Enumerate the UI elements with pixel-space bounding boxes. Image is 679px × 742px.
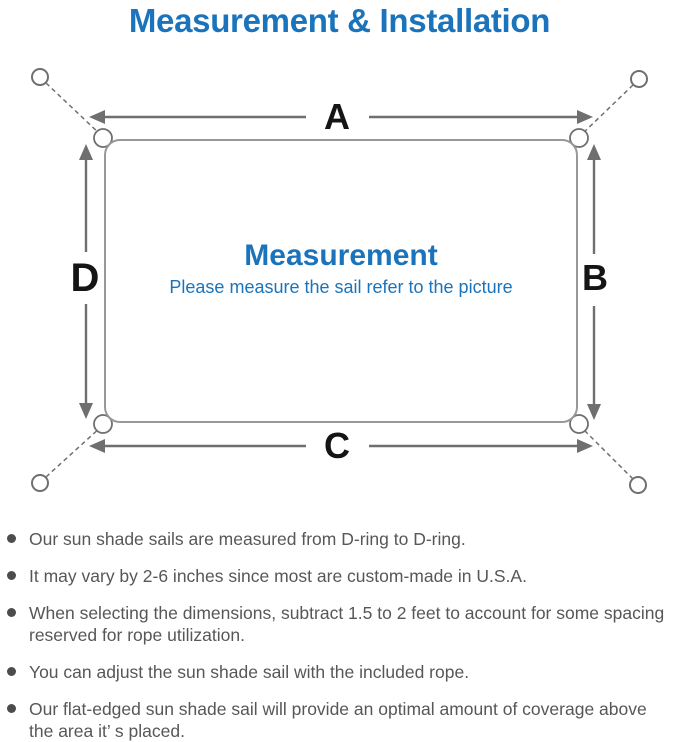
- dimension-label-b: B: [582, 257, 608, 298]
- instruction-item: When selecting the dimensions, subtract …: [7, 602, 673, 646]
- measurement-heading: Measurement: [244, 239, 438, 272]
- dimension-arrow-b: [587, 144, 601, 420]
- anchor-ring-top-left-icon: [31, 68, 49, 86]
- bullet-icon: [7, 667, 16, 677]
- instruction-text: You can adjust the sun shade sail with t…: [29, 662, 470, 683]
- anchor-ring-top-right-icon: [630, 70, 648, 88]
- dimension-label-c: C: [324, 425, 350, 466]
- sail-center-caption: Measurement Please measure the sail refe…: [105, 240, 577, 298]
- sail-outline: [104, 139, 578, 423]
- dimension-arrow-c: [89, 439, 593, 453]
- instruction-item: Our sun shade sails are measured from D-…: [7, 528, 673, 550]
- rope-line-bottom-left: [45, 425, 103, 478]
- d-ring-top-right-icon: [569, 128, 589, 148]
- dimension-label-a: A: [324, 96, 350, 137]
- dimension-arrow-a: [89, 110, 593, 124]
- instruction-text: Our sun shade sails are measured from D-…: [29, 529, 466, 549]
- instruction-text: Our flat-edged sun shade sail will provi…: [29, 699, 647, 742]
- measurement-subheading: Please measure the sail refer to the pic…: [169, 276, 513, 297]
- rope-line-bottom-right: [579, 425, 634, 480]
- rope-line-top-right: [579, 84, 634, 137]
- dimension-arrow-d: [79, 144, 93, 419]
- page-title: Measurement & Installation: [128, 2, 551, 39]
- rope-line-top-left: [45, 82, 103, 137]
- bullet-icon: [7, 534, 16, 543]
- sail-measurement-diagram: [31, 68, 648, 494]
- anchor-ring-bottom-right-icon: [629, 476, 647, 494]
- bullet-icon: [7, 608, 16, 618]
- bullet-icon: [7, 704, 16, 714]
- dimension-label-d: D: [70, 256, 100, 300]
- d-ring-bottom-right-icon: [569, 414, 589, 434]
- instruction-list: Our sun shade sails are measured from D-…: [7, 528, 673, 742]
- instruction-text: When selecting the dimensions, subtract …: [29, 603, 665, 646]
- d-ring-bottom-left-icon: [93, 414, 113, 434]
- instruction-item: It may vary by 2-6 inches since most are…: [7, 565, 673, 587]
- d-ring-top-left-icon: [93, 128, 113, 148]
- instruction-item: You can adjust the sun shade sail with t…: [7, 661, 673, 683]
- bullet-icon: [7, 571, 16, 581]
- instruction-text: It may vary by 2-6 inches since most are…: [29, 566, 527, 587]
- instruction-item: Our flat-edged sun shade sail will provi…: [7, 698, 673, 742]
- anchor-ring-bottom-left-icon: [31, 474, 49, 492]
